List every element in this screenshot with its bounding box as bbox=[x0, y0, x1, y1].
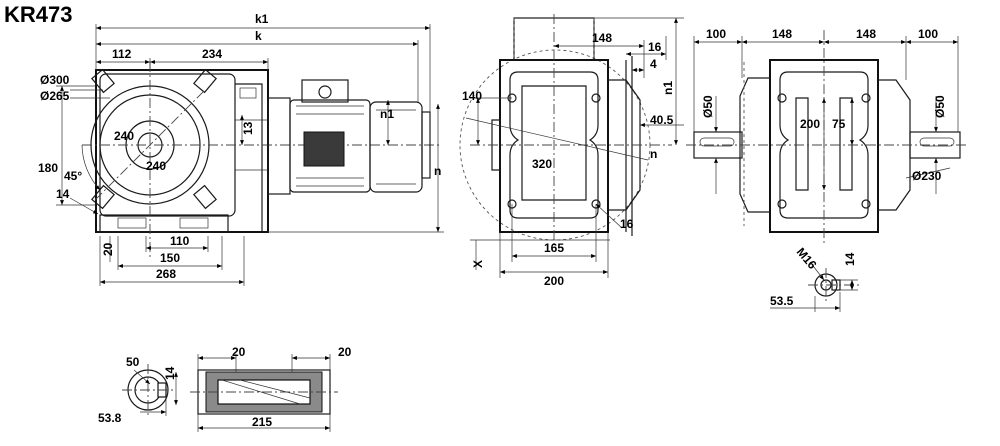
dim-240-horizontal: 240 bbox=[146, 159, 166, 173]
dim-320: 320 bbox=[532, 157, 552, 171]
left-boss bbox=[491, 119, 501, 171]
dim-45-degrees: 45° bbox=[64, 169, 82, 183]
gearbox-housing-outline bbox=[95, 69, 269, 233]
dim-165: 165 bbox=[544, 241, 564, 255]
dim-148-left: 148 bbox=[772, 27, 792, 41]
dim-diameter-50-right: Ø50 bbox=[933, 95, 947, 118]
dim-148-right: 148 bbox=[856, 27, 876, 41]
flange-lug bbox=[193, 68, 217, 94]
dim-diameter-230: Ø230 bbox=[912, 169, 942, 183]
side-view-dimensions bbox=[470, 17, 684, 278]
motor-fan-cover bbox=[369, 101, 423, 193]
shaft-end-detail bbox=[770, 261, 860, 312]
dim-180: 180 bbox=[38, 161, 58, 175]
dim-40-5: 40.5 bbox=[650, 113, 674, 127]
dim-13: 13 bbox=[241, 121, 255, 135]
dim-50-section: 50 bbox=[126, 355, 140, 369]
dim-53-5: 53.5 bbox=[770, 294, 794, 308]
front-view-dimensions bbox=[56, 24, 444, 286]
dim-diameter-300: Ø300 bbox=[40, 73, 70, 87]
front-view bbox=[82, 62, 440, 258]
foot-base bbox=[99, 214, 229, 233]
dim-150: 150 bbox=[160, 251, 180, 265]
flange-lug bbox=[91, 184, 115, 210]
motor-end-cap bbox=[421, 111, 431, 179]
motor-nameplate bbox=[303, 131, 345, 167]
dim-m16: M16 bbox=[794, 245, 820, 272]
right-shaft-key bbox=[919, 137, 955, 147]
dim-14-shaft-end: 14 bbox=[843, 252, 857, 266]
hollow-shaft-section bbox=[122, 364, 178, 416]
dim-100-right: 100 bbox=[918, 27, 938, 41]
motor-adapter bbox=[267, 97, 291, 195]
dim-240-vertical: 240 bbox=[114, 129, 134, 143]
dim-112: 112 bbox=[112, 47, 132, 61]
dim-200-side: 200 bbox=[544, 274, 564, 288]
side-housing-inner-pocket bbox=[521, 85, 587, 201]
dim-k1: k1 bbox=[255, 12, 269, 26]
dim-14-front: 14 bbox=[56, 187, 70, 201]
top-housing-ribs bbox=[795, 97, 853, 191]
dim-n-front: n bbox=[434, 164, 441, 178]
terminal-box bbox=[301, 79, 349, 103]
dim-140: 140 bbox=[462, 89, 482, 103]
dim-20-left-side: 20 bbox=[232, 345, 246, 359]
hollow-shaft-side bbox=[190, 354, 338, 432]
dim-x: X bbox=[471, 260, 485, 268]
top-view bbox=[686, 30, 966, 246]
dim-n1-front: n1 bbox=[380, 107, 394, 121]
dim-100-left: 100 bbox=[706, 27, 726, 41]
dim-234: 234 bbox=[202, 47, 222, 61]
dim-diameter-50-left: Ø50 bbox=[701, 95, 715, 118]
top-shaft-hidden bbox=[513, 18, 595, 60]
dim-200-top: 200 bbox=[800, 117, 820, 131]
flange-lug bbox=[193, 184, 217, 210]
foot-slot bbox=[179, 217, 209, 229]
dim-110: 110 bbox=[170, 234, 190, 248]
dim-14-section: 14 bbox=[163, 366, 177, 380]
hollow-shaft-hatch bbox=[221, 379, 311, 405]
fan-cover-ribs bbox=[376, 109, 416, 185]
housing-side bbox=[235, 83, 263, 232]
dim-n1-side: n1 bbox=[661, 81, 675, 95]
foot-slot bbox=[117, 217, 147, 229]
dim-16-top: 16 bbox=[648, 40, 662, 54]
side-flange-face bbox=[625, 56, 633, 236]
pitch-diameter-line bbox=[465, 117, 649, 161]
dim-k: k bbox=[255, 29, 262, 43]
top-view-dimensions bbox=[693, 36, 959, 194]
motor-fins bbox=[296, 105, 364, 187]
dim-215: 215 bbox=[252, 415, 272, 429]
dim-16-bottom: 16 bbox=[620, 217, 634, 231]
drawing-title: KR473 bbox=[4, 2, 73, 27]
dim-148-side: 148 bbox=[592, 31, 612, 45]
dim-n-side: n bbox=[650, 147, 657, 161]
dim-53-8: 53.8 bbox=[98, 411, 122, 425]
dim-268: 268 bbox=[156, 267, 176, 281]
dim-4: 4 bbox=[650, 57, 657, 71]
side-view bbox=[459, 14, 672, 246]
flange-lug bbox=[91, 68, 115, 94]
center-line-diag bbox=[94, 89, 206, 201]
dim-20-front: 20 bbox=[101, 242, 115, 256]
lifting-eye bbox=[318, 85, 332, 99]
side-housing-inner-contour bbox=[509, 71, 599, 219]
left-shaft-key bbox=[699, 137, 735, 147]
housing-boss bbox=[239, 87, 257, 99]
dim-75: 75 bbox=[832, 117, 846, 131]
dim-20-right-side: 20 bbox=[338, 345, 352, 359]
dim-diameter-265: Ø265 bbox=[40, 89, 70, 103]
top-bolt-holes bbox=[777, 93, 871, 209]
top-housing-inner-contour bbox=[779, 71, 869, 219]
